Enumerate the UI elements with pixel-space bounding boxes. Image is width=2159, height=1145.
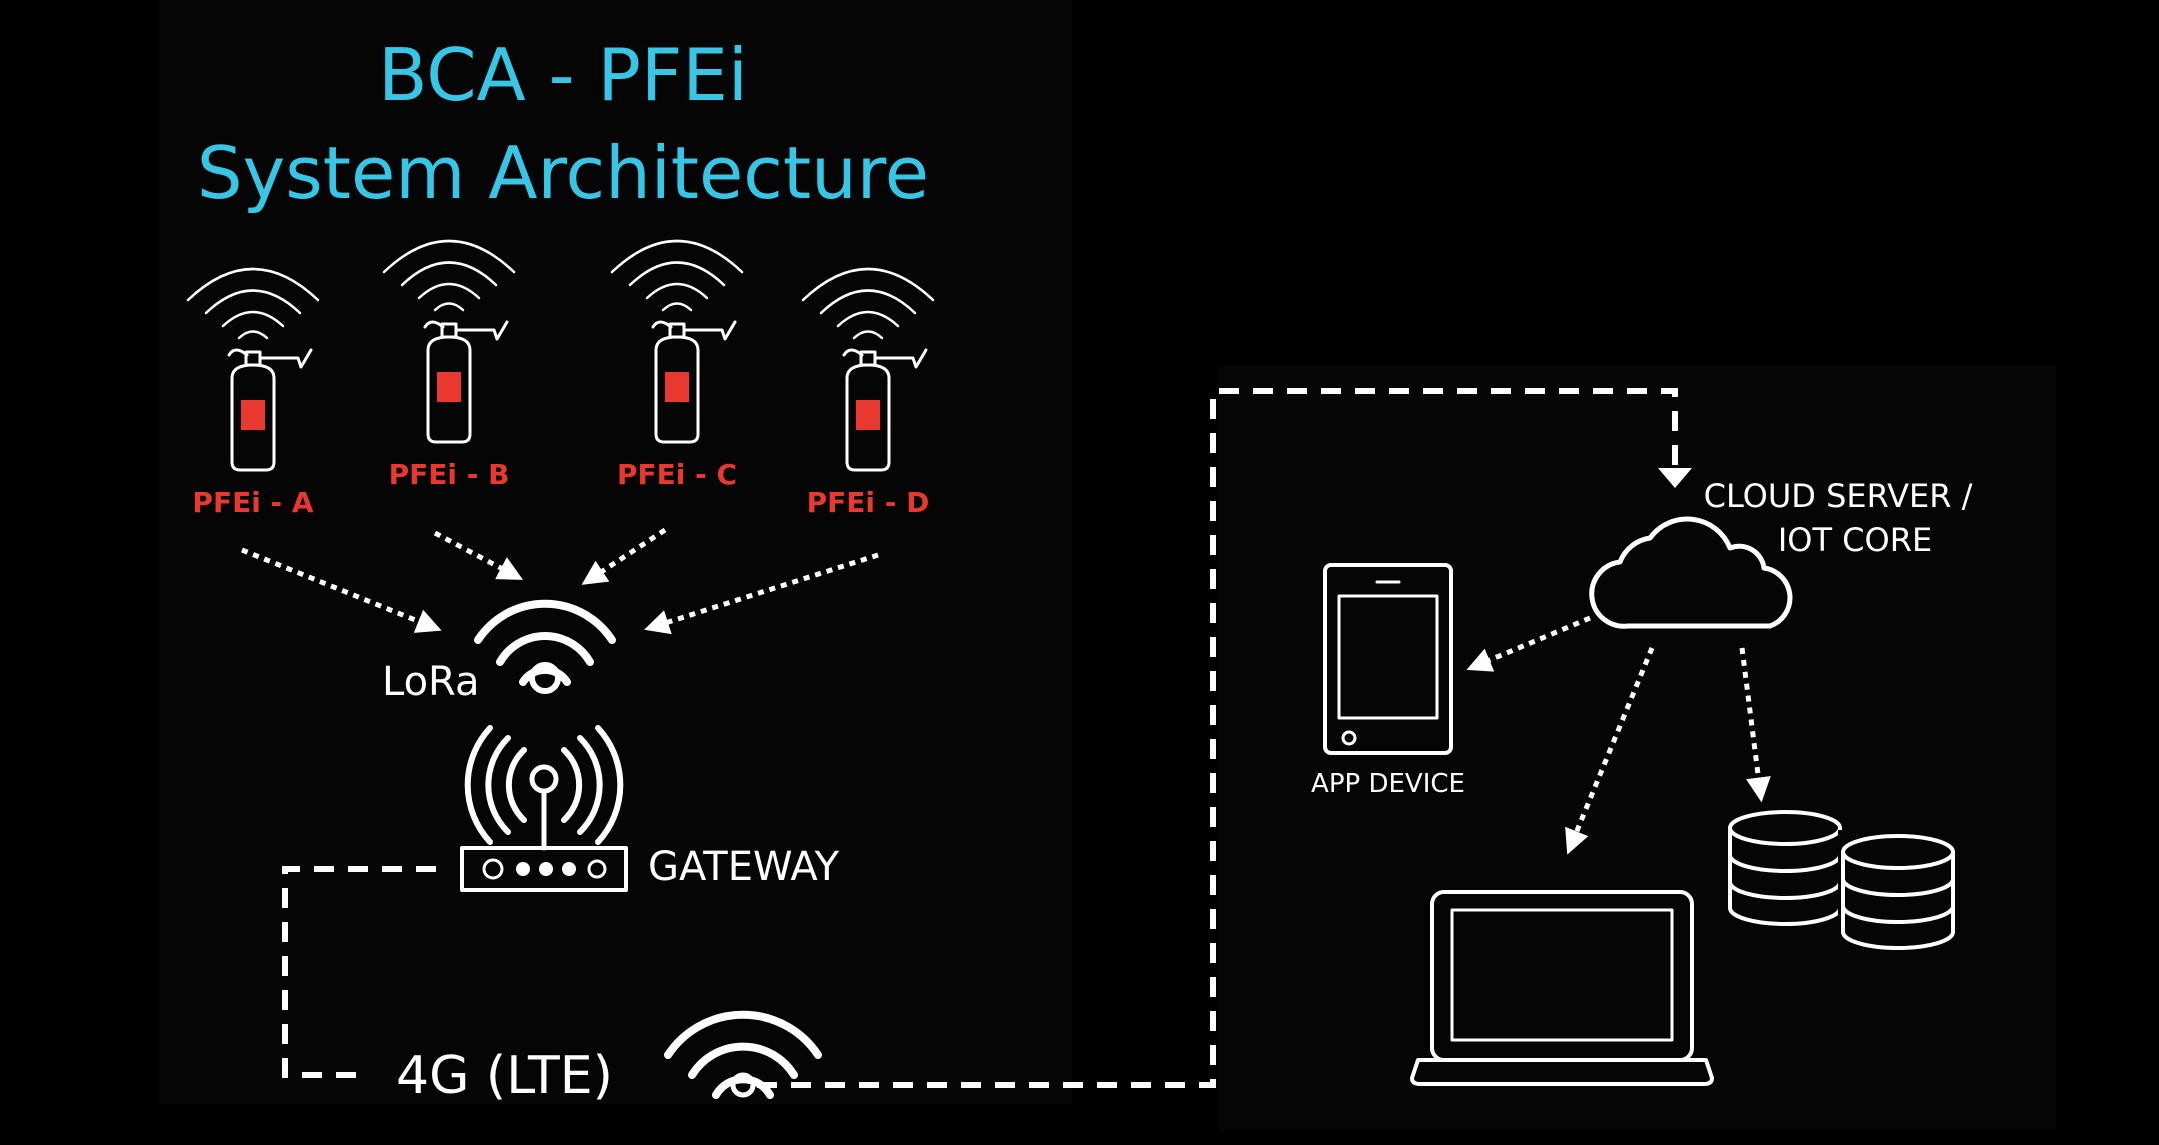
app-device-label: APP DEVICE — [1311, 769, 1465, 799]
cloud-arrowhead — [1658, 468, 1692, 488]
gateway-label: GATEWAY — [648, 844, 840, 890]
cloud-out-arrows — [1466, 615, 1771, 855]
title-line-2: System Architecture — [197, 131, 929, 215]
extinguisher-a: PFEi - A — [186, 267, 320, 519]
database-icon — [1728, 810, 1842, 926]
extinguisher-b: PFEi - B — [382, 239, 516, 491]
extinguisher-label: PFEi - C — [617, 458, 737, 491]
wifi-icon — [801, 267, 935, 340]
wifi-icon — [382, 239, 516, 312]
right-panel — [1218, 365, 2056, 1130]
cloud-label-line-2: IOT CORE — [1778, 521, 1932, 559]
title-line-1: BCA - PFEi — [378, 33, 748, 117]
fire-extinguisher-icon — [227, 348, 313, 472]
wifi-icon — [186, 267, 320, 340]
lora-label: LoRa — [382, 659, 479, 705]
extinguisher-d: PFEi - D — [801, 267, 935, 519]
extinguisher-label: PFEi - A — [192, 486, 313, 519]
wifi-icon — [610, 239, 744, 312]
fire-extinguisher-icon — [842, 348, 928, 472]
fire-extinguisher-icon — [651, 320, 737, 444]
extinguisher-c: PFEi - C — [610, 239, 744, 491]
antenna-icon — [464, 725, 624, 851]
gateway-lte-connector — [282, 866, 436, 1078]
fire-extinguisher-icon — [423, 320, 509, 444]
lte-label: 4G (LTE) — [396, 1046, 613, 1106]
router-icon — [460, 846, 628, 892]
laptop-icon — [1410, 890, 1714, 1086]
extinguisher-label: PFEi - B — [389, 458, 510, 491]
extinguisher-label: PFEi - D — [807, 486, 930, 519]
tablet-icon — [1323, 563, 1453, 755]
left-panel — [158, 0, 1073, 1105]
lte-cloud-connector — [757, 388, 1678, 1088]
lte-wifi-icon — [664, 1010, 822, 1099]
lora-wifi-icon — [474, 599, 616, 694]
lora-arrows — [241, 527, 879, 635]
cloud-icon — [1589, 516, 1793, 629]
cloud-label-line-1: CLOUD SERVER / — [1704, 477, 1973, 515]
database-icon — [1838, 830, 1956, 950]
